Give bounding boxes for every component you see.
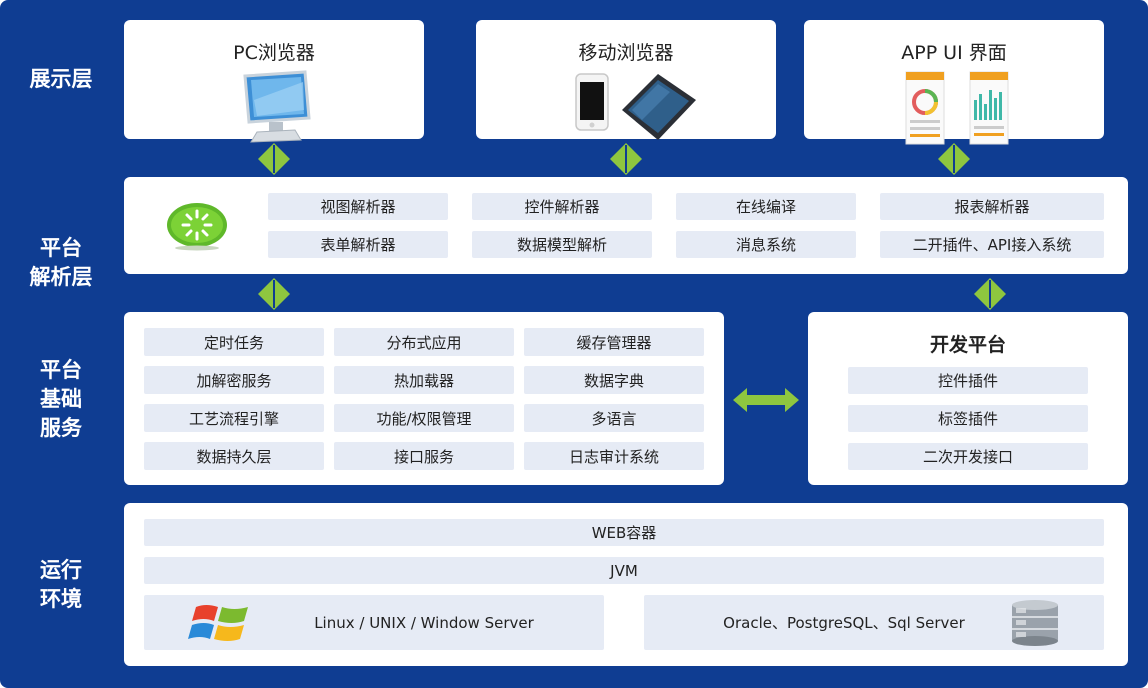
service-item: 数据持久层 (144, 442, 324, 470)
service-item: 工艺流程引擎 (144, 404, 324, 432)
service-item: 分布式应用 (334, 328, 514, 356)
web-container: WEB容器 (144, 519, 1104, 546)
kettle-logo-icon (167, 203, 227, 251)
layer-label-parsing: 平台 解析层 (29, 236, 93, 289)
pc-browser-panel: PC浏览器 (124, 20, 424, 143)
parsing-item: 视图解析器 (268, 193, 448, 220)
connector-diamond-pc (258, 143, 290, 175)
runtime-panel: WEB容器 JVM Linux / UNIX / Window Server O… (124, 503, 1128, 666)
os-item: Linux / UNIX / Window Server (144, 595, 604, 650)
parsing-item: 控件解析器 (472, 193, 652, 220)
db-label: Oracle、PostgreSQL、Sql Server (723, 614, 965, 632)
layer-label-runtime: 运行 环境 (40, 558, 82, 611)
dev-platform-panel: 开发平台 控件插件 标签插件 二次开发接口 (808, 312, 1128, 485)
service-item: 数据字典 (524, 366, 704, 394)
parsing-item: 二开插件、API接入系统 (880, 231, 1104, 258)
mobile-browser-panel: 移动浏览器 (476, 20, 776, 140)
parsing-panel: 视图解析器 控件解析器 在线编译 报表解析器 表单解析器 数据模型解析 消息系统… (124, 177, 1128, 274)
service-item: 多语言 (524, 404, 704, 432)
dev-platform-title: 开发平台 (929, 334, 1006, 356)
parsing-item: 报表解析器 (880, 193, 1104, 220)
connector-diamond-dev (974, 278, 1006, 310)
app-screens-icon (905, 71, 1009, 145)
phone-tablet-icon (575, 73, 696, 140)
double-arrow-icon (733, 388, 799, 412)
app-ui-title: APP UI 界面 (901, 42, 1007, 64)
dev-item: 控件插件 (848, 367, 1088, 394)
mobile-browser-title: 移动浏览器 (578, 42, 674, 64)
layer-label-base: 平台 基础 服务 (40, 358, 82, 440)
service-item: 缓存管理器 (524, 328, 704, 356)
monitor-icon (243, 70, 311, 143)
pc-browser-title: PC浏览器 (233, 42, 315, 64)
base-services-panel: 定时任务 分布式应用 缓存管理器 加解密服务 热加载器 数据字典 工艺流程引擎 … (124, 312, 724, 485)
windows-logo-icon (188, 605, 248, 641)
connector-diamond-base (258, 278, 290, 310)
database-icon (1012, 600, 1058, 646)
parsing-item: 在线编译 (676, 193, 856, 220)
dev-item: 二次开发接口 (848, 443, 1088, 470)
service-item: 加解密服务 (144, 366, 324, 394)
os-label: Linux / UNIX / Window Server (314, 613, 534, 632)
service-item: 日志审计系统 (524, 442, 704, 470)
parsing-item: 消息系统 (676, 231, 856, 258)
service-item: 功能/权限管理 (334, 404, 514, 432)
layer-label-display: 展示层 (29, 67, 93, 91)
parsing-item: 表单解析器 (268, 231, 448, 258)
service-item: 定时任务 (144, 328, 324, 356)
app-ui-panel: APP UI 界面 (804, 20, 1104, 145)
parsing-item: 数据模型解析 (472, 231, 652, 258)
service-item: 接口服务 (334, 442, 514, 470)
jvm: JVM (144, 557, 1104, 584)
dev-item: 标签插件 (848, 405, 1088, 432)
connector-diamond-mobile (610, 143, 642, 175)
connector-diamond-app (938, 143, 970, 175)
service-item: 热加载器 (334, 366, 514, 394)
